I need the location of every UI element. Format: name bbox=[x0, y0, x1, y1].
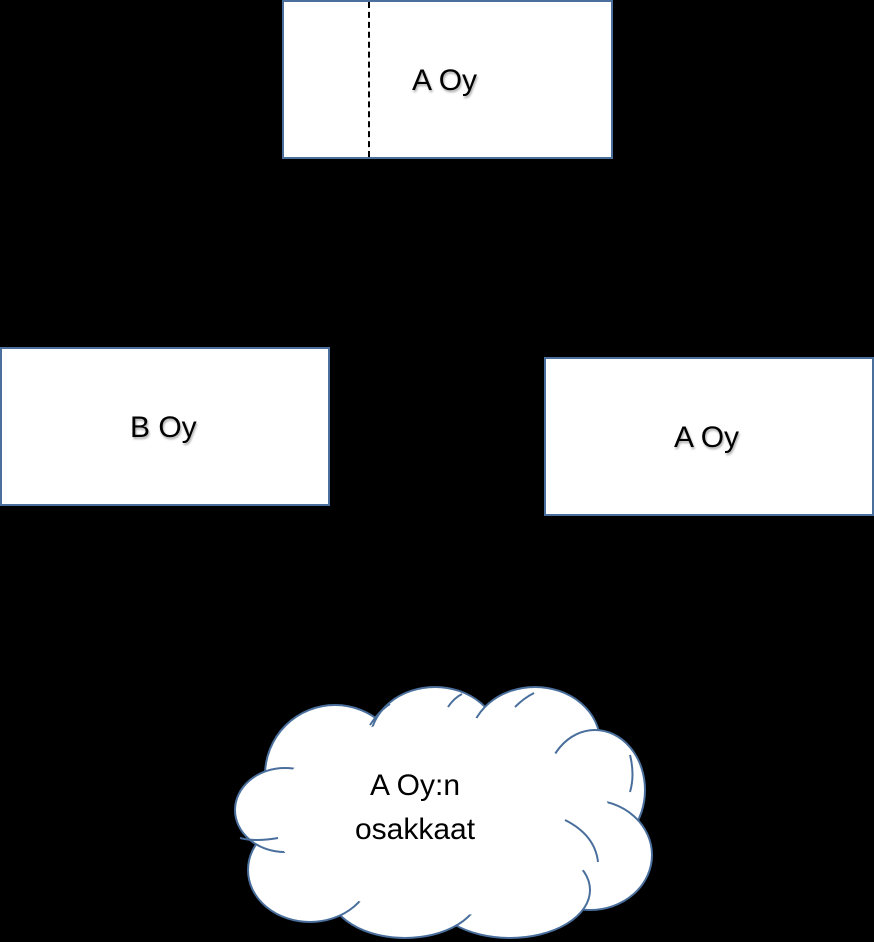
dashed-divider bbox=[368, 2, 370, 157]
shareholders-cloud: A Oy:n osakkaat bbox=[230, 680, 660, 942]
company-box-right: A Oy bbox=[544, 357, 874, 516]
cloud-shape bbox=[234, 686, 653, 939]
company-label-top: A Oy bbox=[412, 64, 478, 97]
company-box-left: B Oy bbox=[0, 347, 330, 506]
company-label-left: B Oy bbox=[130, 411, 197, 444]
company-label-right: A Oy bbox=[674, 421, 740, 454]
company-box-top: A Oy bbox=[282, 0, 613, 159]
cloud-label-line1: A Oy:n bbox=[369, 769, 461, 802]
cloud-label-line2: osakkaat bbox=[354, 813, 476, 846]
